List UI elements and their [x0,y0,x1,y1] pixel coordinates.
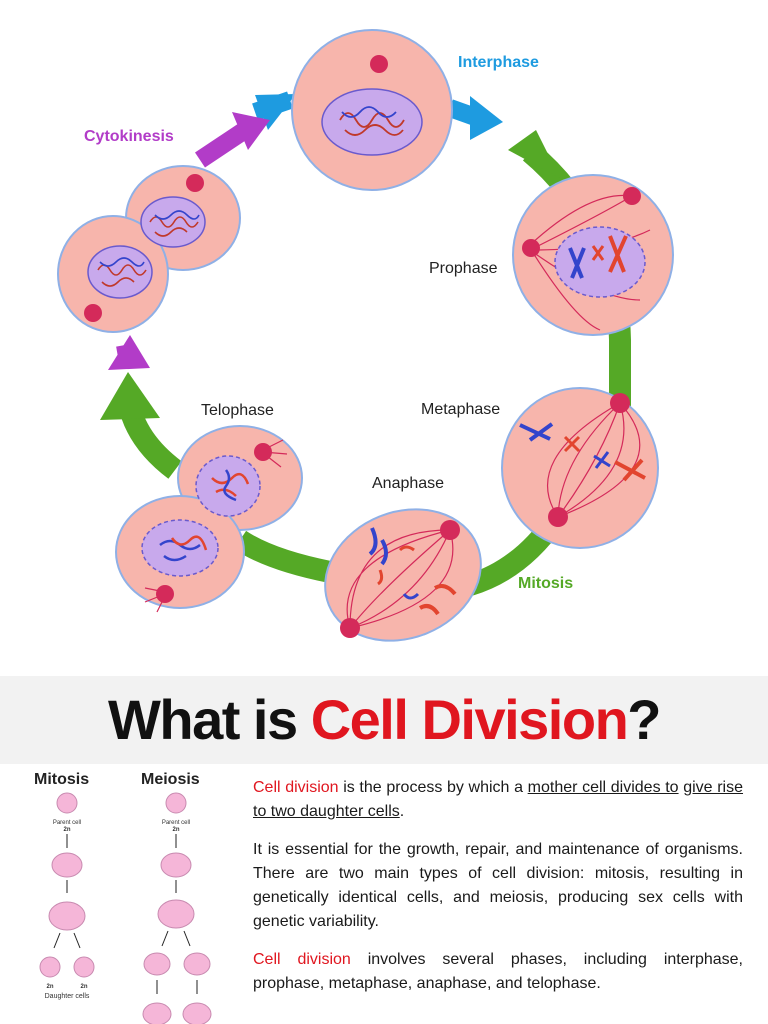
daughter-ploidy-right: 2n [80,984,87,990]
telophase-nucleus-top [195,455,261,517]
interphase-label: Interphase [458,54,539,71]
prophase-nucleus [554,226,646,298]
meiosis-dividing-cell [157,899,195,929]
title-band [0,676,768,764]
cytokinesis-arrow-bottom-head [108,335,150,370]
paragraph-phases: Cell division involves several phases, i… [253,948,743,996]
definition-underlined-a: mother cell divides to [527,779,679,796]
definition-end: . [399,803,405,820]
mitosis-parent-label: Parent cell [53,820,81,826]
cytokinesis-cells [57,165,241,333]
definition-text: is the process by which a [338,779,528,796]
centrosome [254,443,272,461]
meiosis-parent-label: Parent cell [162,820,190,826]
meiosis-parent-ploidy: 2n [172,827,179,833]
title-part-3: ? [627,688,661,751]
title-highlight: Cell Division [310,688,629,751]
metaphase-label: Metaphase [421,401,500,418]
mitosis-stage-cell [51,852,83,878]
phases-text: involves several phases, including inter… [253,951,743,992]
metaphase-cell [501,387,659,549]
cytokinesis-arrow-top [195,122,250,168]
cytokinesis-arrow-top-head [232,112,270,150]
centrosome [440,520,460,540]
telophase-cell [115,425,303,613]
telophase-label: Telophase [201,402,274,419]
mitosis-parent-ploidy: 2n [63,827,70,833]
definition-term: Cell division [253,779,339,796]
meiosis-stage-cell [160,852,192,878]
mitosis-parent-cell [56,792,78,814]
anaphase-label: Anaphase [372,475,444,492]
mitosis-label: Mitosis [518,575,573,592]
mitosis-meiosis-diagram: Mitosis Meiosis Parent cell 2n 2n 2n Dau… [34,771,212,1024]
mitosis-dividing-cell [48,901,86,931]
title-part-1: What is [108,688,311,751]
cytokinesis-label: Cytokinesis [84,128,174,145]
explanation-text: Cell division is the process by which a … [253,776,743,1010]
daughter-ploidy-left: 2n [46,984,53,990]
meiosis-second-cell [183,952,211,976]
definition-underlined-b: give rise to two daughter cells [253,779,744,820]
prophase-label: Prophase [429,260,498,277]
meiosis-second-cell [143,952,171,976]
anaphase-cell [324,508,482,642]
meiosis-parent-cell [165,792,187,814]
centrosome [186,174,204,192]
meiosis-final-cell [182,1002,212,1024]
mitosis-heading: Mitosis [34,771,89,788]
prophase-cell [512,174,674,336]
page-title: What is Cell Division? [0,680,768,760]
interphase-cell [291,29,453,191]
meiosis-final-cell [142,1002,172,1024]
interphase-arrow-out-head [470,96,503,140]
daughter-cells-label: Daughter cells [45,993,90,1000]
paragraph-importance: It is essential for the growth, repair, … [253,841,743,930]
mitosis-daughter-cell [73,956,95,978]
mitosis-daughter-cell [39,956,61,978]
centrosome [84,304,102,322]
paragraph-definition: Cell division is the process by which a … [253,776,743,824]
centrosome [522,239,540,257]
centrosome [156,585,174,603]
telophase-nucleus-bottom [141,519,219,577]
centrosome [610,393,630,413]
mitosis-arrow-head-top [508,130,560,178]
centrosome [340,618,360,638]
centrosome [370,55,388,73]
mitosis-arrow-head [100,372,160,420]
phases-term: Cell division [253,951,351,968]
mitosis-cycle-ring-bottom-left [233,530,333,583]
cell-cycle-diagram: Interphase Cytokinesis Prophase Metaphas… [57,29,674,642]
centrosome [623,187,641,205]
meiosis-heading: Meiosis [141,771,200,788]
interphase-nucleus [321,88,423,156]
centrosome [548,507,568,527]
